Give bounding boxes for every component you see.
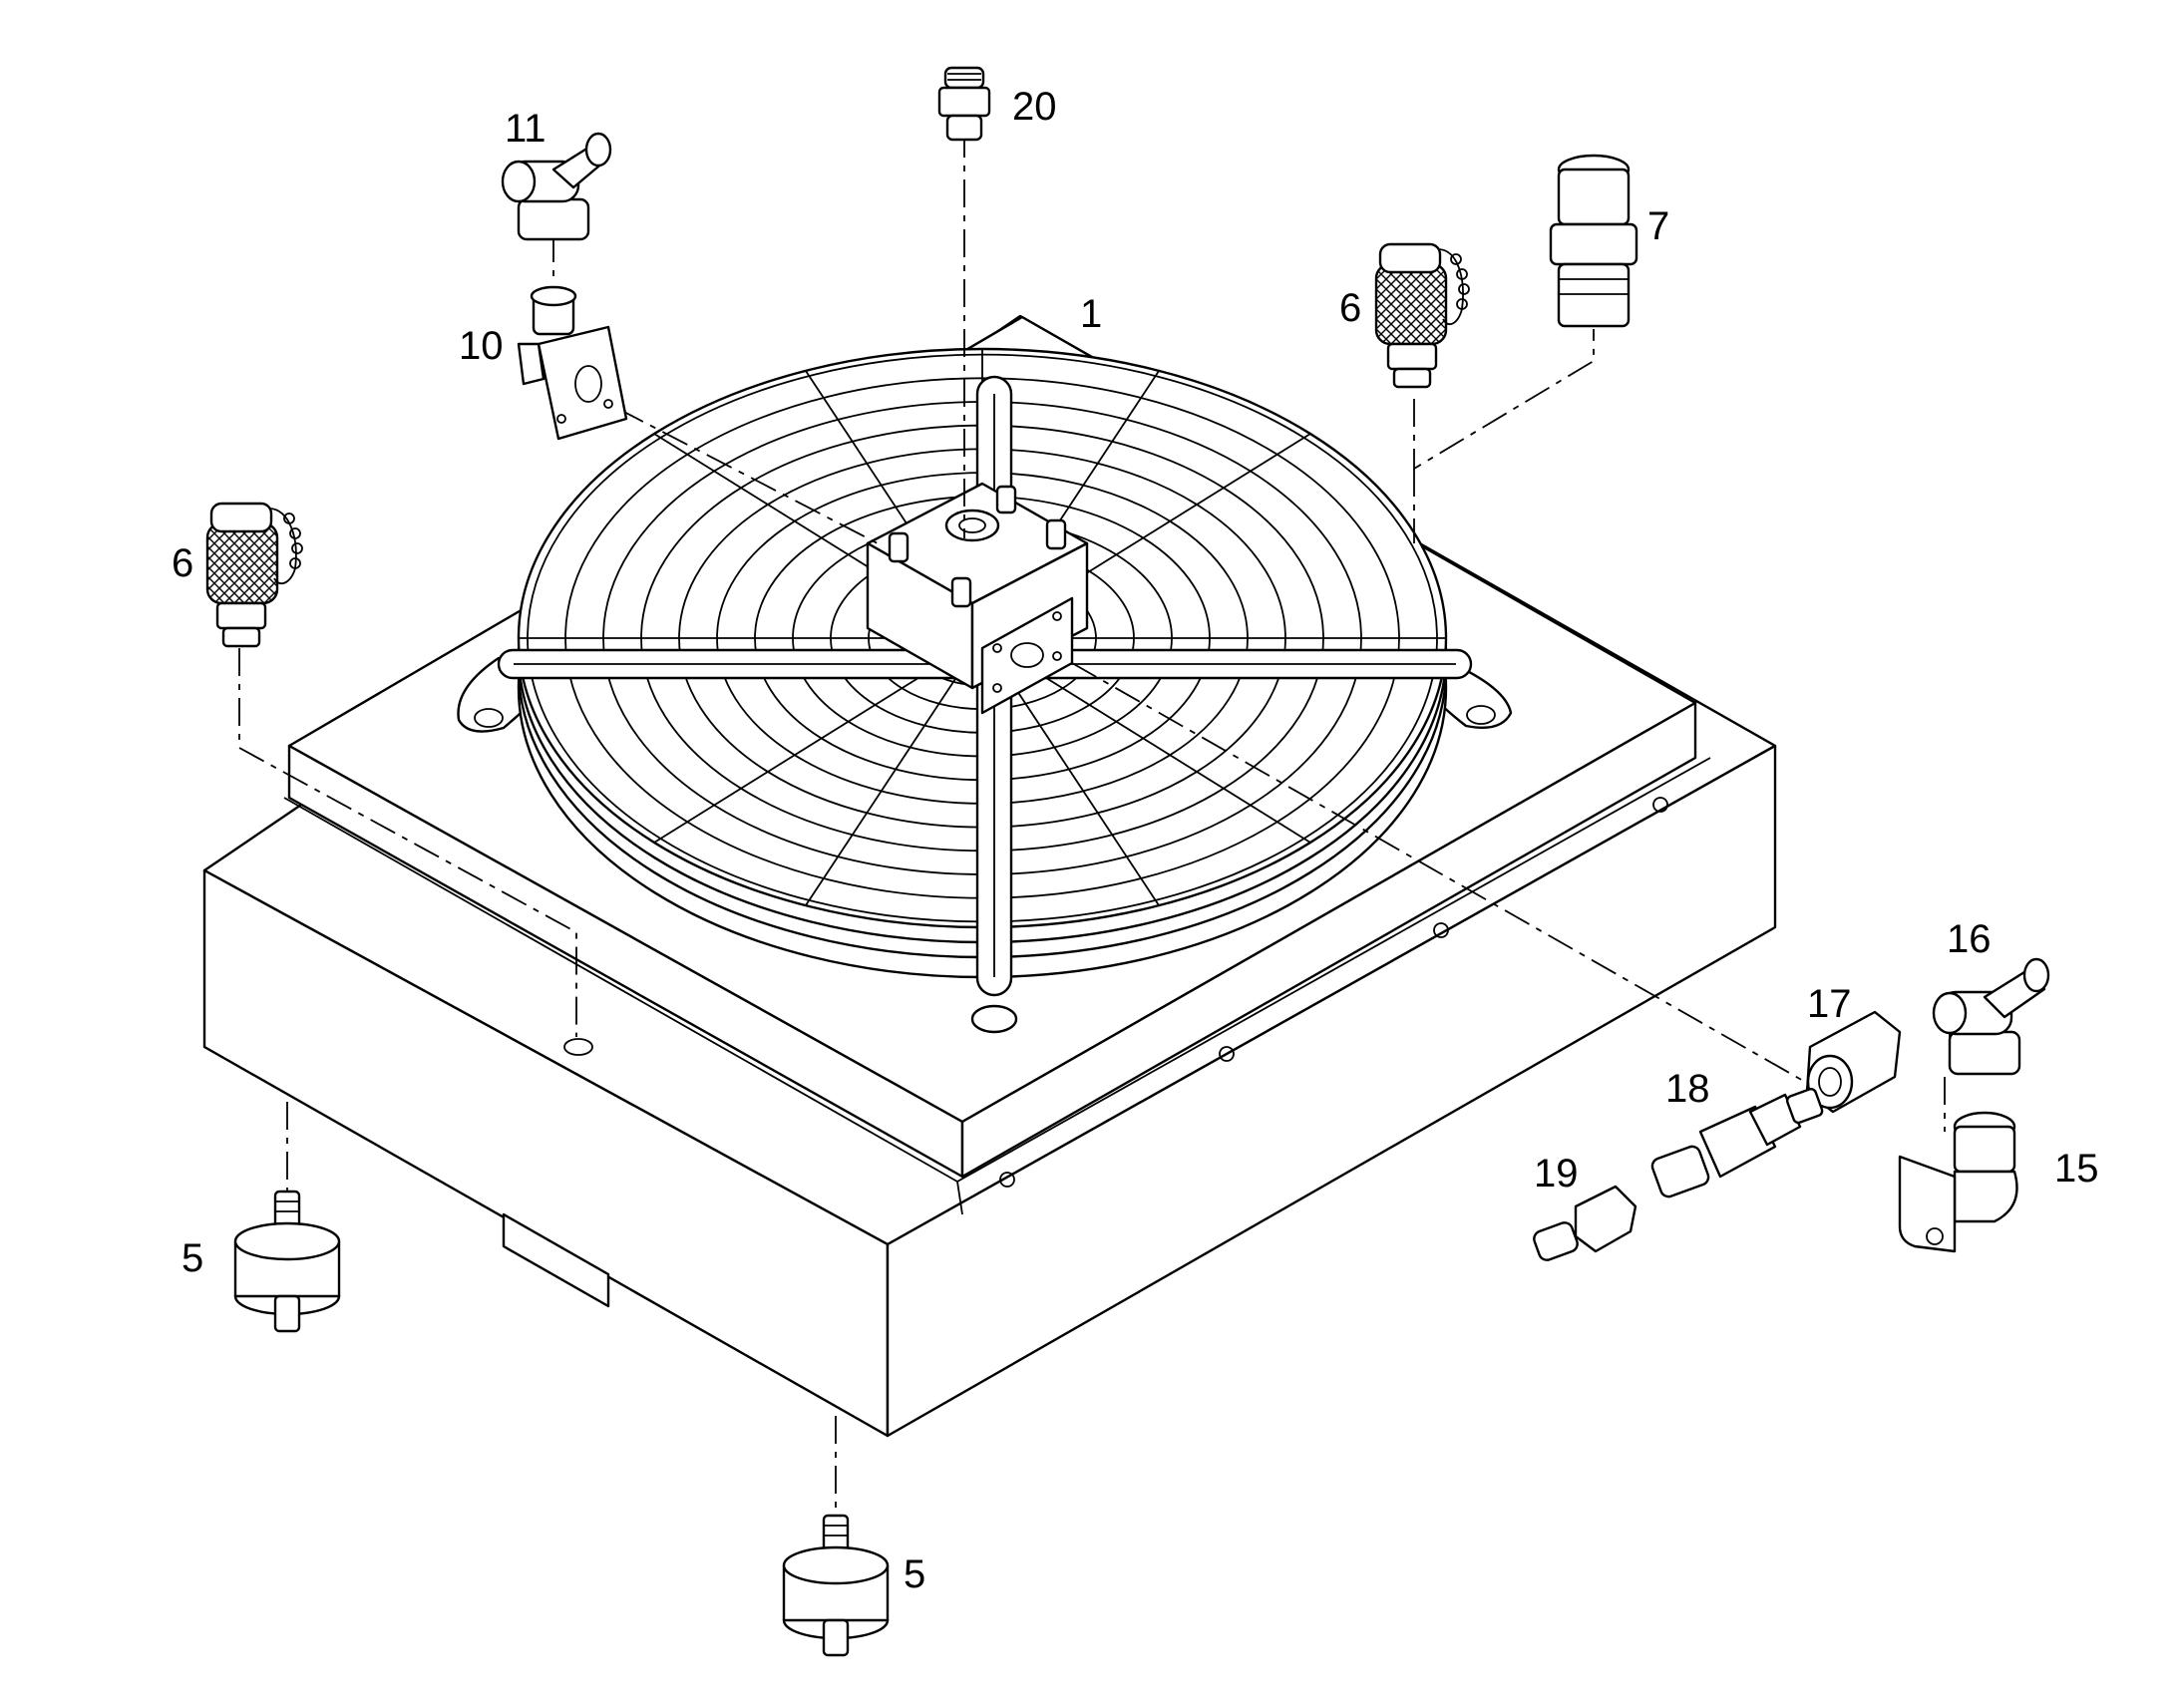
callout-1: 1 (1080, 292, 1102, 336)
part-18-connector[interactable] (1650, 1087, 1824, 1199)
callout-18: 18 (1665, 1067, 1710, 1111)
callout-labels: 1 20 11 10 6 6 7 16 17 18 19 15 5 5 (172, 85, 2099, 1596)
callout-17: 17 (1807, 982, 1852, 1026)
callout-5-bottom: 5 (904, 1552, 925, 1596)
callout-16: 16 (1947, 917, 1992, 961)
callout-10: 10 (459, 324, 504, 368)
part-20-plug[interactable] (937, 66, 991, 142)
part-6-quick-coupler-left[interactable] (205, 502, 303, 648)
part-11-tee-fitting[interactable] (501, 132, 612, 241)
callout-19: 19 (1534, 1152, 1579, 1196)
part-10-flange-adaptor[interactable] (517, 285, 628, 441)
callout-5-left: 5 (182, 1236, 203, 1280)
callout-6-left: 6 (172, 541, 193, 585)
part-16-tee-fitting[interactable] (1932, 957, 2050, 1076)
callout-15: 15 (2054, 1147, 2099, 1191)
part-17-nut[interactable] (1805, 1010, 1902, 1114)
part-7-connector[interactable] (1549, 154, 1638, 328)
fan-motor-hub (866, 482, 1089, 715)
callout-6-right: 6 (1339, 286, 1361, 330)
callout-20: 20 (1012, 85, 1057, 129)
part-19-nut[interactable] (1532, 1185, 1637, 1262)
part-5-vibration-mount-bottom[interactable] (782, 1514, 890, 1657)
exploded-leader-lines (238, 130, 1951, 1516)
callout-7: 7 (1647, 204, 1669, 248)
part-5-vibration-mount-left[interactable] (233, 1190, 341, 1333)
part-15-elbow-flange[interactable] (1898, 1111, 2018, 1253)
callout-11: 11 (505, 107, 546, 151)
part-6-quick-coupler-right[interactable] (1374, 242, 1470, 389)
